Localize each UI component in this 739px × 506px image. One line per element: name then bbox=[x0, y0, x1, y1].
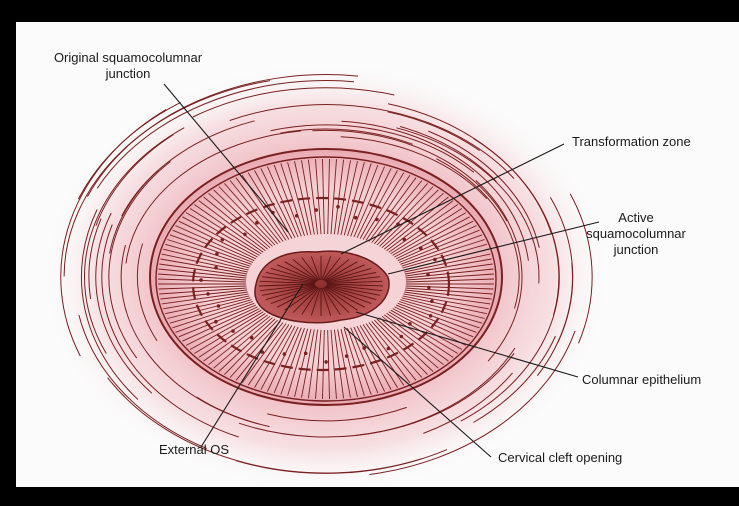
gland-dot bbox=[426, 273, 430, 277]
gland-dot bbox=[354, 216, 358, 220]
gland-dot bbox=[214, 266, 218, 270]
gland-dot bbox=[206, 292, 210, 296]
gland-dot bbox=[336, 205, 340, 209]
gland-dot bbox=[295, 214, 299, 218]
gland-dot bbox=[403, 238, 407, 242]
gland-dot bbox=[362, 346, 366, 350]
gland-dot bbox=[243, 233, 247, 237]
gland-dot bbox=[324, 360, 328, 364]
gland-dot bbox=[214, 320, 218, 324]
label-original-junction-2: junction bbox=[105, 66, 151, 81]
label-transformation-zone: Transformation zone bbox=[572, 134, 691, 149]
label-active-junction-2: squamocolumnar bbox=[586, 226, 686, 241]
cervix-diagram: Original squamocolumnar junction Transfo… bbox=[16, 22, 739, 487]
external-os bbox=[255, 251, 389, 323]
gland-dot bbox=[314, 208, 318, 212]
gland-dot bbox=[345, 354, 349, 358]
gland-dot bbox=[429, 314, 433, 318]
gland-dot bbox=[430, 299, 434, 303]
gland-dot bbox=[255, 221, 259, 225]
gland-dot bbox=[283, 352, 287, 356]
label-external-os: External OS bbox=[159, 442, 229, 457]
gland-dot bbox=[375, 218, 379, 222]
label-active-junction-3: junction bbox=[613, 242, 659, 257]
diagram-canvas: Original squamocolumnar junction Transfo… bbox=[16, 22, 739, 487]
gland-dot bbox=[199, 278, 203, 282]
gland-dot bbox=[250, 336, 254, 340]
label-active-junction: Active bbox=[618, 210, 653, 225]
gland-dot bbox=[215, 252, 219, 256]
gland-dot bbox=[408, 322, 412, 326]
gland-dot bbox=[433, 258, 437, 262]
label-columnar-epithelium: Columnar epithelium bbox=[582, 372, 701, 387]
gland-dot bbox=[400, 335, 404, 339]
gland-dot bbox=[419, 246, 423, 250]
gland-dot bbox=[221, 238, 225, 242]
gland-dot bbox=[387, 347, 391, 351]
gland-dot bbox=[217, 304, 221, 308]
gland-dot bbox=[304, 352, 308, 356]
label-cervical-cleft: Cervical cleft opening bbox=[498, 450, 622, 465]
gland-dot bbox=[231, 329, 235, 333]
label-original-junction: Original squamocolumnar bbox=[54, 50, 203, 65]
gland-dot bbox=[427, 286, 431, 290]
